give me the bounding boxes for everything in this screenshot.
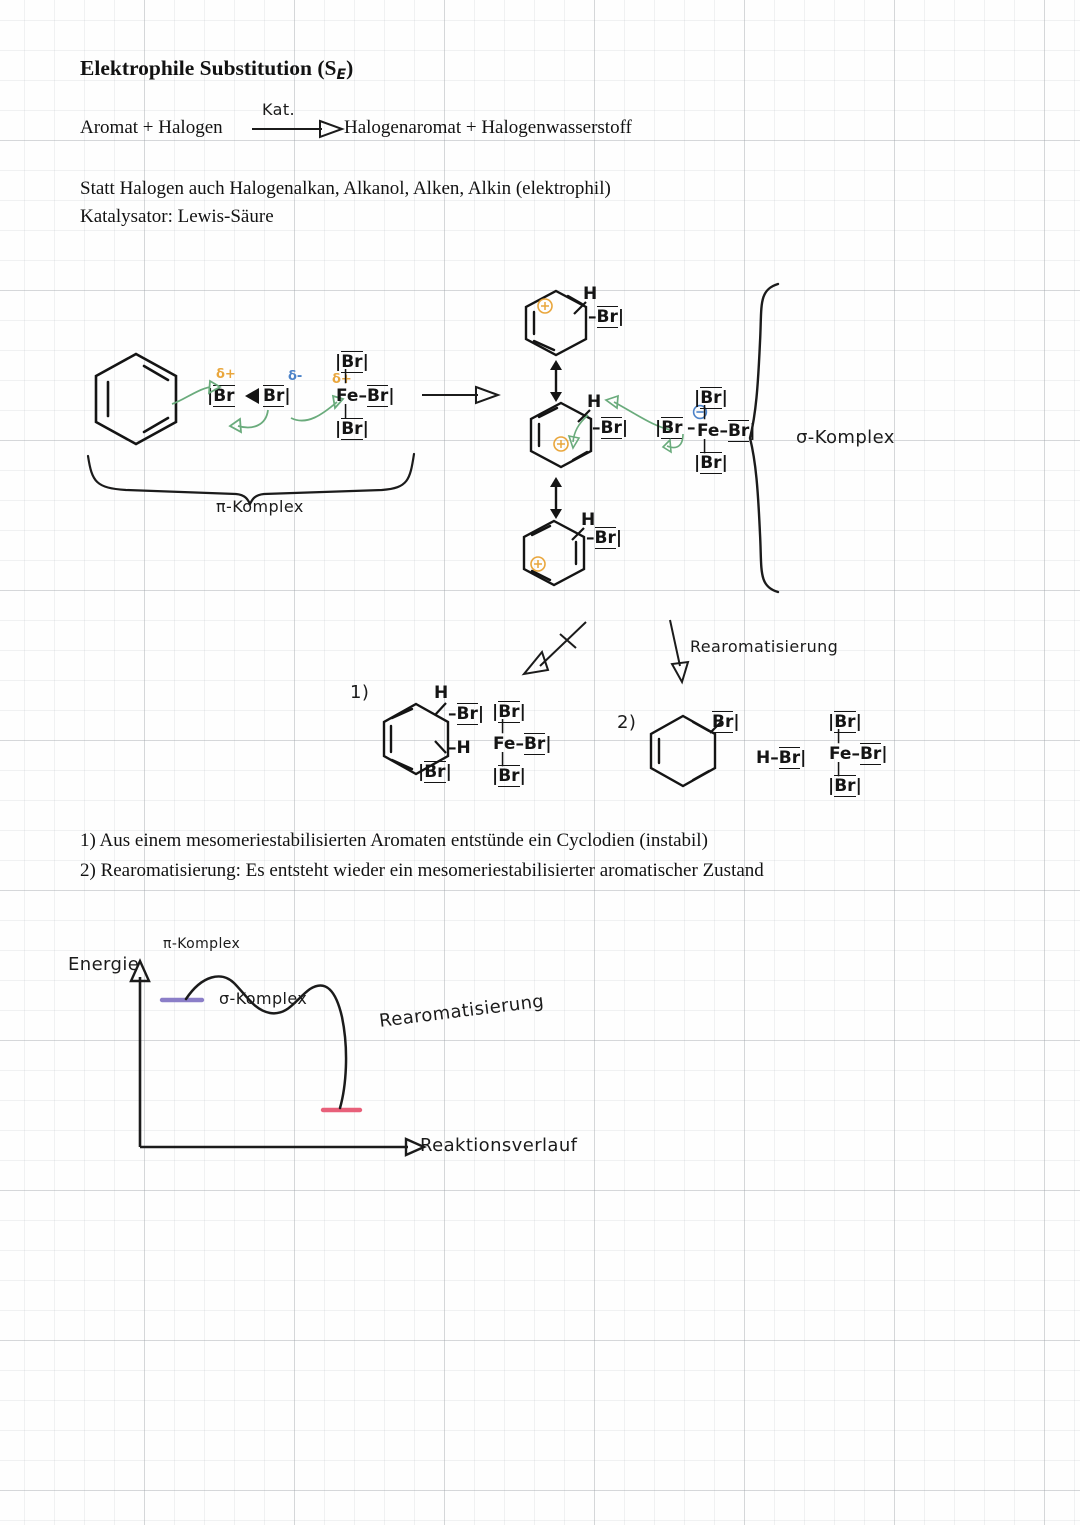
footnote-line-1: 1) Aus einem mesomeriestabilisierten Aro… bbox=[80, 830, 708, 851]
electron-arrow-ring-to-br bbox=[171, 379, 222, 405]
delta-plus-label-1: δ+ bbox=[216, 367, 236, 382]
path1-febr3-top: |Br| bbox=[492, 701, 526, 723]
energy-peak1-label: π-Komplex bbox=[163, 936, 241, 952]
febr4-top-br: |Br| bbox=[694, 387, 728, 409]
resonance-arrow-1 bbox=[550, 360, 562, 402]
resonance-1-h-label: H bbox=[583, 284, 598, 304]
resonance-3-h-label: H bbox=[581, 510, 596, 530]
path1-h-top: H bbox=[434, 683, 449, 703]
rearomatisierung-arrow bbox=[669, 619, 690, 685]
hydrogen-bromide: H–Br| bbox=[756, 747, 807, 769]
electron-arrow-br-br bbox=[228, 409, 269, 434]
reaction-arrow-icon bbox=[252, 119, 345, 139]
resonance-2-br: –Br| bbox=[592, 417, 629, 439]
path2-febr3-bond-bottom: | bbox=[836, 761, 842, 777]
electron-arrow-ch-to-ring bbox=[567, 414, 589, 450]
footnote-line-2: 2) Rearomatisierung: Es entsteht wieder … bbox=[80, 860, 764, 881]
path1-h-bottom: –H bbox=[448, 738, 471, 758]
febr3-bond-bottom: | bbox=[343, 403, 349, 419]
febr4-bond-bottom: | bbox=[702, 438, 708, 454]
page-title-subscript: E bbox=[336, 67, 347, 83]
bromobenzene-ring bbox=[649, 714, 717, 788]
path1-h-bottom-label: H bbox=[456, 738, 471, 758]
febr3-bond-top: | bbox=[343, 368, 349, 384]
energy-profile-diagram bbox=[129, 958, 427, 1157]
step-arrow-icon bbox=[422, 385, 501, 405]
delta-minus-label: δ- bbox=[288, 369, 303, 384]
path2-febr3-center: Fe–Br| bbox=[829, 743, 888, 765]
note-line-1: Statt Halogen auch Halogenalkan, Alkanol… bbox=[80, 178, 611, 199]
catalyst-label: Kat. bbox=[262, 100, 295, 119]
reaction-products: Halogenaromat + Halogenwasserstoff bbox=[344, 117, 632, 138]
resonance-1-br: –Br| bbox=[588, 306, 625, 328]
bromine-molecule-right: Br| bbox=[263, 385, 291, 407]
energy-axis-label: Energie bbox=[68, 954, 140, 975]
note-line-2: Katalysator: Lewis-Säure bbox=[80, 206, 274, 227]
bromine-molecule-left: |Br bbox=[207, 385, 235, 407]
cyclodiene-ring bbox=[382, 702, 450, 776]
page-title-close: ) bbox=[346, 56, 354, 80]
febr4-leaving-br: |Br bbox=[655, 417, 683, 439]
path-1-number: 1) bbox=[350, 682, 370, 703]
path1-febr3-bond-top: | bbox=[500, 718, 506, 734]
pi-complex-brace bbox=[86, 452, 416, 507]
page-title-main: Elektrophile Substitution (S bbox=[80, 56, 337, 80]
febr3-top-br: |Br| bbox=[335, 351, 369, 373]
reaction-coordinate-label: Reaktionsverlauf bbox=[420, 1135, 578, 1156]
febr3-bottom-br: |Br| bbox=[335, 418, 369, 440]
electron-arrow-br-to-fe bbox=[290, 394, 345, 422]
febr4-dash: – bbox=[687, 418, 696, 438]
path1-br-bottom: |Br| bbox=[418, 761, 452, 783]
negative-charge-icon bbox=[692, 404, 708, 420]
path1-febr3-bond-bottom: | bbox=[500, 751, 506, 767]
resonance-3-br: –Br| bbox=[586, 527, 623, 549]
fe-atom-label-4: Fe bbox=[829, 744, 852, 764]
resonance-arrow-2 bbox=[550, 477, 562, 519]
febr4-bond-top: | bbox=[702, 404, 708, 420]
delta-plus-label-2: δ+ bbox=[332, 372, 352, 387]
resonance-2-ch-bond bbox=[577, 409, 591, 423]
page-title: Elektrophile Substitution (SE) bbox=[80, 56, 353, 83]
febr3-center: Fe–Br| bbox=[336, 385, 395, 407]
path1-febr3-center: Fe–Br| bbox=[493, 733, 552, 755]
path1-br-top: –Br| bbox=[448, 703, 485, 725]
electron-arrow-febr4-to-h bbox=[604, 394, 673, 431]
path2-febr3-bond-top: | bbox=[836, 728, 842, 744]
benzene-ring-reactant bbox=[94, 352, 178, 446]
crossed-arrow-path1 bbox=[521, 621, 587, 676]
path1-ch-bond-top bbox=[434, 702, 447, 716]
path1-ch-bond-bottom bbox=[434, 740, 447, 754]
fe-atom-label-3: Fe bbox=[493, 734, 516, 754]
fe-atom-label-2: Fe bbox=[697, 421, 720, 441]
path2-cbr-bond bbox=[709, 720, 723, 734]
benzene-ring-resonance-3 bbox=[522, 519, 586, 587]
path2-febr3-top: |Br| bbox=[828, 711, 862, 733]
sigma-complex-label: σ-Komplex bbox=[796, 427, 895, 448]
pi-complex-label: π-Komplex bbox=[216, 497, 304, 516]
resonance-3-ch-bond bbox=[571, 527, 585, 541]
energy-valley-label: σ-Komplex bbox=[219, 989, 308, 1008]
path1-febr3-bottom: |Br| bbox=[492, 765, 526, 787]
sigma-complex-brace bbox=[748, 282, 780, 594]
fe-atom-label: Fe bbox=[336, 386, 359, 406]
path2-br-label: Br| bbox=[712, 711, 740, 733]
resonance-1-ch-bond bbox=[573, 301, 587, 315]
benzene-ring-resonance-1 bbox=[524, 289, 588, 357]
path2-febr3-bottom: |Br| bbox=[828, 775, 862, 797]
benzene-ring-resonance-2 bbox=[529, 401, 593, 469]
path-2-number: 2) bbox=[617, 712, 637, 733]
rearomatisierung-label-scheme: Rearomatisierung bbox=[690, 637, 839, 656]
electron-arrow-br-loop bbox=[661, 433, 684, 454]
reaction-reactants: Aromat + Halogen bbox=[80, 117, 223, 138]
resonance-2-h-label: H bbox=[587, 392, 602, 412]
hbr-h-label: H bbox=[756, 748, 771, 768]
febr4-bottom-br: |Br| bbox=[694, 452, 728, 474]
bond-triangle-icon bbox=[245, 388, 259, 404]
